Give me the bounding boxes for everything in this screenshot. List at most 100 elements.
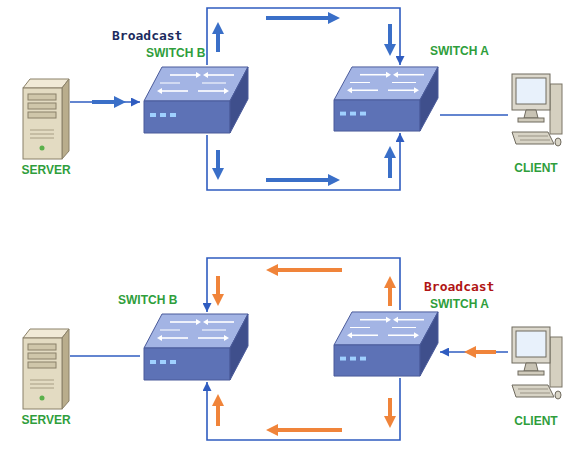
link-line <box>440 351 508 353</box>
icon-part <box>524 363 538 371</box>
icon-part <box>352 89 378 91</box>
device-label: SERVER <box>16 164 76 177</box>
broadcast-label: Broadcast <box>424 280 494 294</box>
icon-part <box>198 90 224 92</box>
link-line <box>207 258 400 312</box>
icon-part <box>160 113 166 117</box>
icon-part <box>398 319 424 321</box>
icon-part <box>518 136 550 140</box>
icon-part <box>28 112 56 118</box>
icon-part <box>23 79 69 88</box>
icon-part <box>360 357 366 361</box>
icon-part <box>512 327 550 363</box>
link-line <box>207 378 400 440</box>
icon-part <box>170 360 176 364</box>
icon-part <box>23 338 62 409</box>
icon-part <box>386 72 391 78</box>
icon-part <box>350 112 356 116</box>
broadcast-label: Broadcast <box>112 29 182 43</box>
icon-part <box>512 74 550 110</box>
icon-part <box>198 337 224 339</box>
flow-arrow <box>388 286 392 306</box>
server-icon-shape <box>22 328 70 410</box>
icon-part <box>350 82 416 83</box>
device-label: SERVER <box>16 414 76 427</box>
icon-part <box>208 321 234 323</box>
icon-part <box>550 84 562 134</box>
device-label: CLIENT <box>506 162 566 175</box>
icon-part <box>28 362 56 368</box>
icon-part <box>512 132 554 144</box>
icon-part <box>170 74 196 76</box>
icon-part <box>160 329 226 330</box>
link-line <box>207 133 400 190</box>
icon-part <box>340 112 346 116</box>
icon-part <box>555 391 561 399</box>
icon-part <box>157 88 162 94</box>
server-icon: SERVER <box>22 78 70 160</box>
icon-part <box>420 67 438 131</box>
switch-label: SWITCH A <box>430 45 489 58</box>
icon-part <box>170 321 196 323</box>
icon-part <box>360 319 386 321</box>
switch-icon: SWITCH A <box>330 65 440 133</box>
switch-icon: BroadcastSWITCH B <box>140 65 250 135</box>
link-line <box>440 114 508 116</box>
icon-part <box>334 345 420 376</box>
switch-label: SWITCH B <box>118 294 177 307</box>
client-icon: CLIENT <box>508 325 564 403</box>
icon-part <box>28 344 56 350</box>
icon-part <box>388 89 414 91</box>
flow-arrow <box>276 268 342 272</box>
icon-part <box>224 335 229 341</box>
icon-part <box>160 82 226 83</box>
icon-part <box>516 331 546 357</box>
icon-part <box>144 348 230 380</box>
icon-part <box>23 329 69 338</box>
flow-arrow <box>216 32 220 52</box>
icon-part <box>230 67 248 133</box>
client-icon-shape <box>508 72 564 150</box>
server-icon-shape <box>22 78 70 160</box>
icon-part <box>203 319 208 325</box>
icon-part <box>360 74 386 76</box>
icon-part <box>347 87 352 93</box>
switch-icon-shape <box>330 65 440 133</box>
client-icon-shape <box>508 325 564 403</box>
flow-arrow <box>216 404 220 426</box>
icon-part <box>196 319 201 325</box>
icon-part <box>162 337 188 339</box>
icon-part <box>334 100 420 131</box>
blue-arrows <box>92 18 390 180</box>
icon-part <box>62 329 69 409</box>
flow-arrow <box>216 150 220 170</box>
icon-part <box>144 101 230 133</box>
icon-part <box>40 396 45 401</box>
flow-arrow <box>388 398 392 418</box>
server-icon: SERVER <box>22 328 70 410</box>
icon-part <box>196 72 201 78</box>
switch-icon: BroadcastSWITCH A <box>330 310 440 378</box>
flow-arrow <box>266 16 330 20</box>
icon-part <box>28 94 56 100</box>
switch-icon-shape <box>140 65 250 135</box>
icon-part <box>388 334 414 336</box>
icon-part <box>62 79 69 159</box>
icon-part <box>150 360 156 364</box>
icon-part <box>420 312 438 376</box>
icon-part <box>518 389 550 393</box>
icon-part <box>414 332 419 338</box>
icon-part <box>230 314 248 380</box>
switch-label: SWITCH B <box>146 47 205 60</box>
icon-part <box>352 334 378 336</box>
icon-part <box>28 103 56 109</box>
icon-part <box>170 113 176 117</box>
icon-part <box>386 317 391 323</box>
icon-part <box>160 360 166 364</box>
switch-icon-shape <box>330 310 440 378</box>
icon-part <box>360 112 366 116</box>
client-icon: CLIENT <box>508 72 564 150</box>
flow-arrow <box>474 350 496 354</box>
icon-part <box>398 74 424 76</box>
